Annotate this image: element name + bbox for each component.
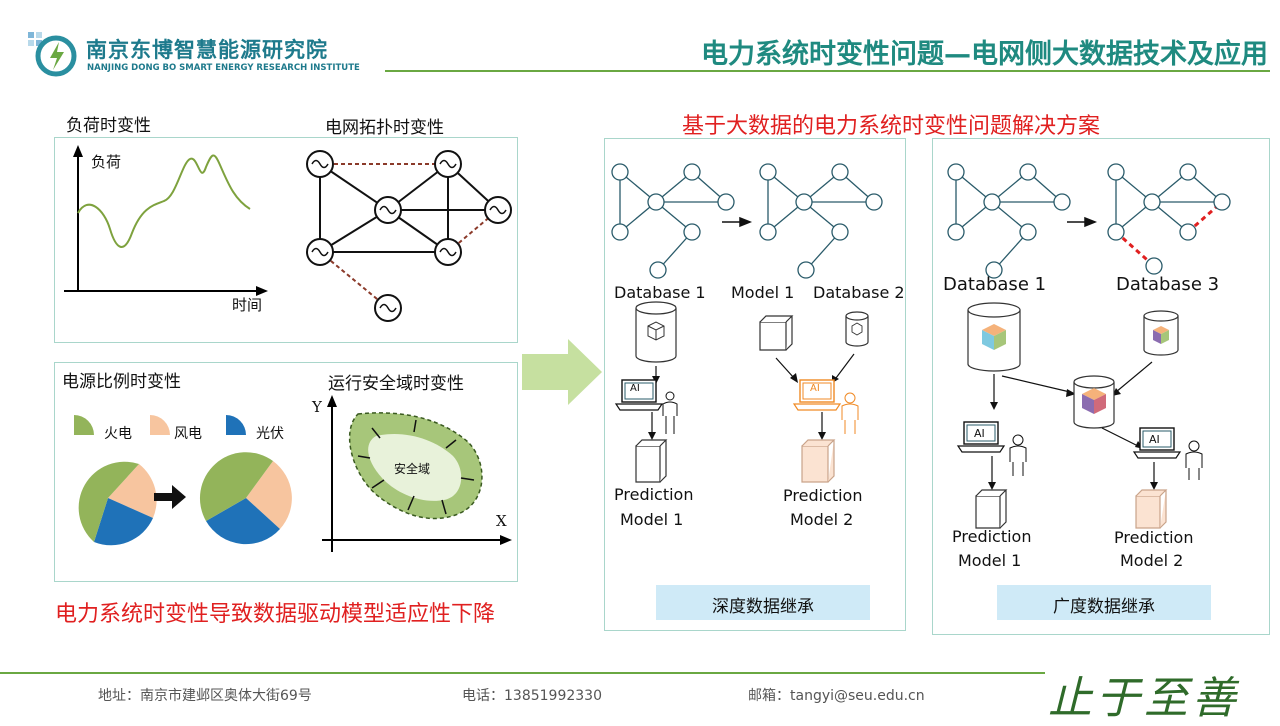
header-rule — [385, 70, 1270, 72]
grid-topology-diagram — [306, 150, 512, 322]
depth-inheritance-label-box — [656, 585, 870, 620]
generation-mix-title: 电源比例时变性 — [62, 372, 181, 392]
flow-arrow-icon — [522, 339, 602, 405]
prediction-model-icon — [975, 489, 1008, 529]
time-axis-label: 时间 — [232, 296, 263, 314]
legend-wind-label: 风电 — [174, 426, 202, 442]
ai-computer-icon — [1132, 427, 1203, 480]
prediction-model-icon — [1135, 489, 1168, 529]
breadth-ai2-label: AI — [1149, 433, 1160, 446]
prediction-model-icon — [635, 439, 668, 483]
breadth-flow-diagram — [956, 302, 1203, 529]
merged-database-icon — [1073, 375, 1115, 429]
breadth-db3-label: Database 3 — [1116, 274, 1220, 295]
transition-arrow — [154, 485, 186, 509]
page-title: 电力系统时变性问题—电网侧大数据技术及应用 — [701, 39, 1268, 70]
load-curve — [77, 154, 251, 248]
solution-title: 基于大数据的电力系统时变性问题解决方案 — [682, 114, 1101, 139]
depth-pred2-line2: Model 2 — [790, 510, 854, 529]
depth-pred1-line2: Model 1 — [620, 510, 684, 529]
legend-solar-label: 光伏 — [256, 426, 284, 442]
ai-computer-icon — [792, 379, 859, 434]
legend-thermal-label: 火电 — [104, 426, 132, 442]
footer-phone: 电话：13851992330 — [462, 688, 602, 704]
footer-email: 邮箱：tangyi@seu.edu.cn — [748, 688, 925, 704]
legend-wind-icon — [150, 415, 170, 435]
database-icon — [1143, 310, 1179, 356]
pie-after — [199, 452, 292, 545]
depth-model1-label: Model 1 — [731, 283, 795, 302]
generation-mix-pies — [74, 415, 292, 546]
breadth-inheritance-label-box — [997, 585, 1211, 620]
depth-inheritance-label: 深度数据继承 — [712, 597, 814, 617]
depth-pred1-line1: Prediction — [614, 485, 694, 504]
breadth-inheritance-label: 广度数据继承 — [1053, 597, 1155, 617]
logo — [26, 30, 80, 78]
network-graphs — [611, 163, 1231, 279]
footer-rule — [0, 672, 1045, 674]
org-name-cn: 南京东博智慧能源研究院 — [86, 38, 328, 62]
conclusion-text: 电力系统时变性导致数据驱动模型适应性下降 — [55, 602, 496, 627]
depth-flow-diagram — [614, 301, 869, 483]
depth-db2-label: Database 2 — [813, 283, 905, 302]
depth-ai2-label: AI — [810, 383, 820, 394]
depth-db1-label: Database 1 — [614, 283, 706, 302]
ai-computer-icon — [614, 379, 678, 434]
security-region-label: 安全域 — [394, 462, 431, 476]
breadth-pred1-line2: Model 1 — [958, 551, 1022, 570]
breadth-pred2-line1: Prediction — [1114, 528, 1194, 547]
load-axis-label: 负荷 — [91, 153, 122, 171]
security-region-diagram — [322, 395, 512, 552]
database-icon — [845, 311, 869, 347]
prediction-model-icon — [801, 439, 836, 483]
load-curve-chart — [64, 145, 268, 296]
y-axis-label: Y — [312, 398, 322, 416]
motto-calligraphy: 止于至善 — [1048, 673, 1240, 724]
topology-variability-title: 电网拓扑时变性 — [325, 118, 444, 138]
breadth-ai1-label: AI — [974, 427, 985, 440]
org-name-en: NANJING DONG BO SMART ENERGY RESEARCH IN… — [87, 63, 360, 73]
pie-before — [78, 461, 157, 546]
breadth-pred2-line2: Model 2 — [1120, 551, 1184, 570]
legend-solar-icon — [226, 415, 246, 435]
x-axis-label: X — [496, 512, 507, 530]
inner-region — [368, 434, 462, 501]
ai-computer-icon — [956, 421, 1027, 476]
breadth-pred1-line1: Prediction — [952, 527, 1032, 546]
legend-thermal-icon — [74, 415, 94, 435]
load-variability-title: 负荷时变性 — [66, 116, 151, 136]
database-icon — [635, 301, 677, 363]
security-region-title: 运行安全域时变性 — [328, 374, 464, 394]
depth-pred2-line1: Prediction — [783, 486, 863, 505]
model-icon — [759, 315, 794, 351]
depth-ai1-label: AI — [630, 383, 640, 394]
breadth-db1-label: Database 1 — [943, 274, 1047, 295]
footer-address: 地址：南京市建邺区奥体大街69号 — [98, 688, 312, 704]
database-icon — [967, 302, 1021, 372]
